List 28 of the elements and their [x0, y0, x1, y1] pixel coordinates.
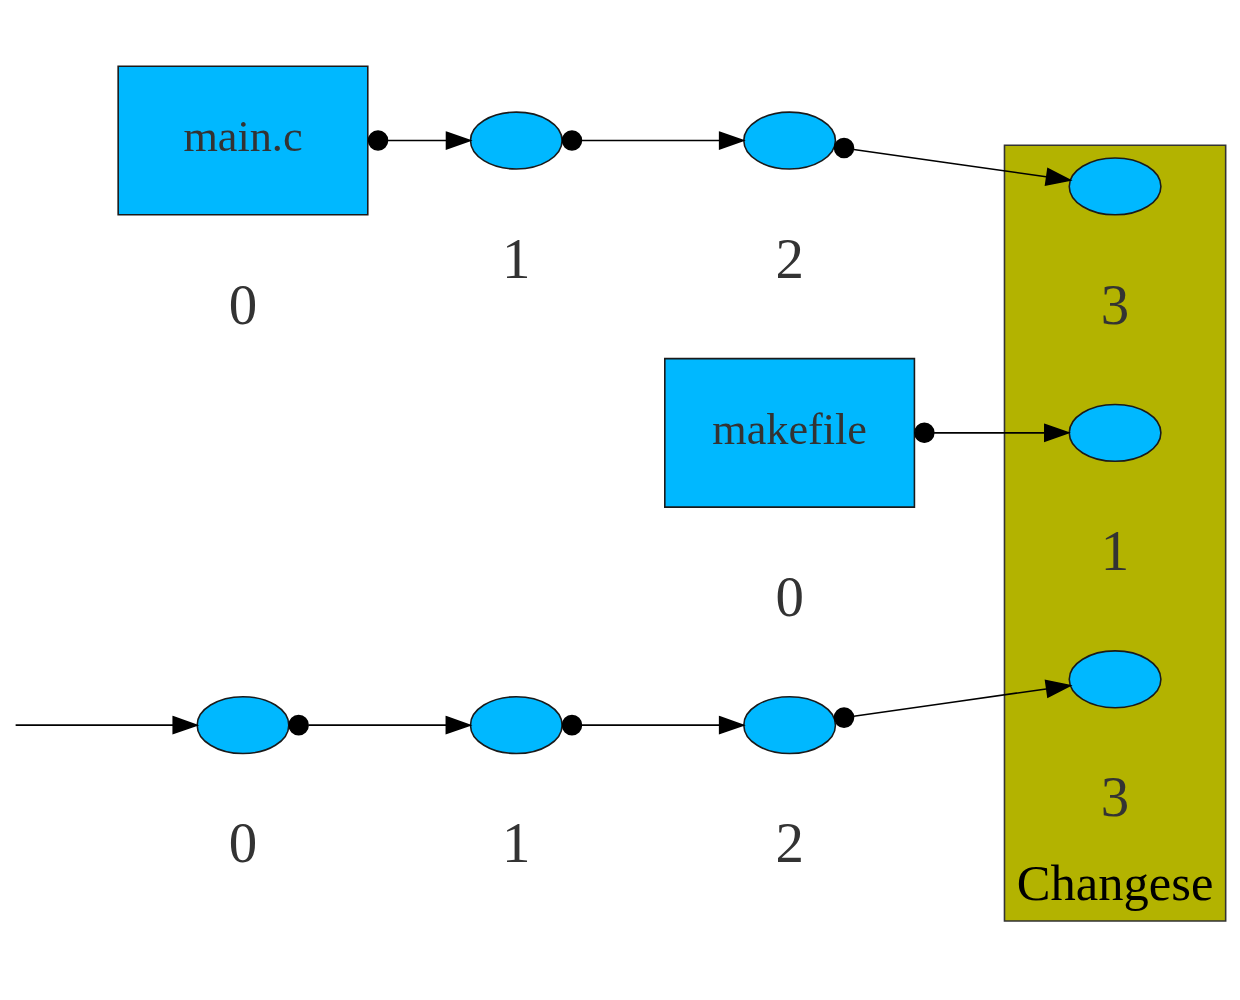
node-ellipse	[196, 695, 290, 755]
node-box: makefile	[664, 357, 916, 508]
node-label: 1	[502, 226, 531, 290]
node-ellipse	[1068, 403, 1162, 463]
arrow	[561, 130, 746, 151]
node-label: 0	[228, 811, 258, 875]
node-ellipse	[743, 695, 837, 755]
node-label: 0	[775, 564, 804, 628]
arrow	[288, 714, 473, 736]
node-ellipse	[743, 111, 837, 170]
arrow	[914, 422, 1071, 444]
node-label: 3	[1100, 765, 1130, 829]
node-label: 0	[228, 272, 258, 336]
node-label: 2	[775, 226, 804, 290]
node-label: 2	[775, 811, 804, 875]
node-ellipse	[469, 111, 563, 170]
node-ellipse	[1068, 650, 1162, 709]
arrow	[367, 130, 473, 151]
node-box: main.c	[117, 65, 369, 216]
node-label: 3	[1100, 272, 1130, 336]
node-label: 1	[1100, 518, 1130, 582]
arrow	[833, 679, 1073, 728]
arrow	[14, 715, 200, 735]
arrow	[561, 714, 746, 736]
arrow	[833, 137, 1073, 187]
node-label: 1	[502, 811, 531, 875]
node-ellipse	[1068, 157, 1162, 216]
node-ellipse	[469, 695, 563, 755]
